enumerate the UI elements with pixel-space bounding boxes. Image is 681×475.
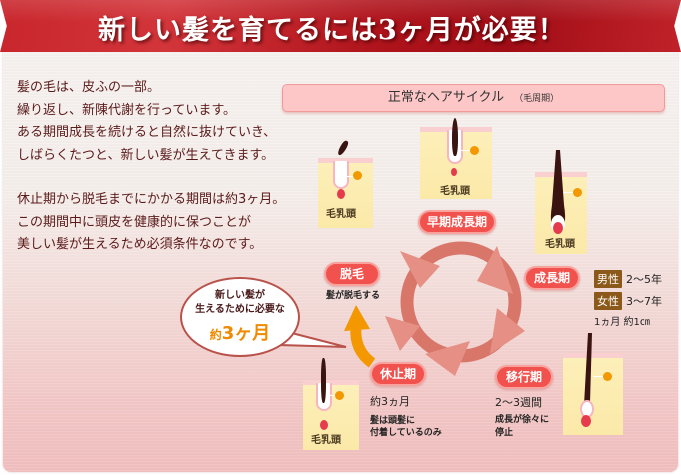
intro-line: この期間中に頭皮を健康的に保つことが: [17, 214, 252, 230]
hair-strand: [452, 118, 458, 156]
title-banner: 新しい髪を育てるには3ヶ月が必要！: [0, 0, 681, 52]
phase-pill-shedding: 脱毛: [324, 262, 380, 286]
phase-pill-early-growth: 早期成長期: [418, 210, 496, 234]
papilla-label: 毛乳頭: [440, 186, 470, 197]
phase-pill-resting: 休止期: [370, 362, 426, 386]
female-tag: 女性: [594, 292, 622, 310]
resting-note-line2: 付着しているのみ: [370, 428, 442, 438]
intro-line: 美しい髪が生えるため必須条件なのです。: [17, 237, 263, 252]
banner-title: 新しい髪を育てるには3ヶ月が必要！: [98, 15, 566, 46]
papilla-label: 毛乳頭: [311, 435, 341, 446]
papilla-label: 毛乳頭: [545, 239, 575, 250]
papilla-label: 毛乳頭: [326, 209, 356, 220]
bubble-line1: 新しい髪が: [215, 290, 265, 301]
intro-text: 髪の毛は、皮ふの一部。 繰り返し、新陳代謝を行っています。 ある期間成長を続ける…: [17, 77, 307, 257]
transition-duration: 2〜3週間: [495, 396, 542, 409]
intro-line: 繰り返し、新陳代謝を行っています。: [17, 102, 237, 118]
shedding-note: 髪が脱毛する: [326, 291, 381, 301]
phase-pill-transition: 移行期: [495, 365, 553, 389]
transition-note-line1: 成長が徐々に: [495, 415, 550, 425]
hair-strand: [321, 358, 326, 403]
intro-line: ある期間成長を続けると自然に抜けていき、: [17, 125, 277, 140]
hair-root-growth-icon: [550, 150, 566, 234]
orange-up-arrow-icon: [344, 305, 376, 368]
content-panel: [3, 44, 678, 472]
speech-bubble: 新しい髪が 生えるために必要な 約3ヶ月: [180, 277, 300, 357]
cycle-title-box: 正常なヘアサイクル （毛周期）: [282, 84, 665, 112]
cycle-title: 正常なヘアサイクル: [387, 90, 505, 105]
resting-note-line1: 髪は頭髪に: [370, 416, 416, 426]
resting-duration: 約3ヵ月: [370, 395, 410, 408]
cycle-ring-icon: [385, 241, 525, 376]
transition-note-line2: 停止: [495, 428, 514, 438]
skin-illustration-transition: [563, 353, 623, 435]
cycle-subtitle: （毛周期）: [514, 94, 560, 104]
bubble-emphasis: 約3ヶ月: [209, 323, 271, 344]
intro-line: しばらくたつと、新しい髪が生えてきます。: [17, 147, 275, 163]
skin-illustration-shedding: 毛乳頭: [318, 158, 373, 228]
intro-line: 髪の毛は、皮ふの一部。: [17, 80, 161, 95]
phase-pill-growth: 成長期: [524, 266, 580, 290]
hair-root-transition-icon: [580, 333, 594, 427]
skin-illustration-resting: 毛乳頭: [303, 380, 359, 450]
intro-line: 休止期から脱毛までにかかる期間は約3ヶ月。: [17, 192, 286, 207]
bubble-line2: 生えるために必要な: [195, 304, 285, 315]
growth-rate: 1ヵ月 約1㎝: [594, 317, 650, 328]
male-tag: 男性: [594, 270, 622, 288]
